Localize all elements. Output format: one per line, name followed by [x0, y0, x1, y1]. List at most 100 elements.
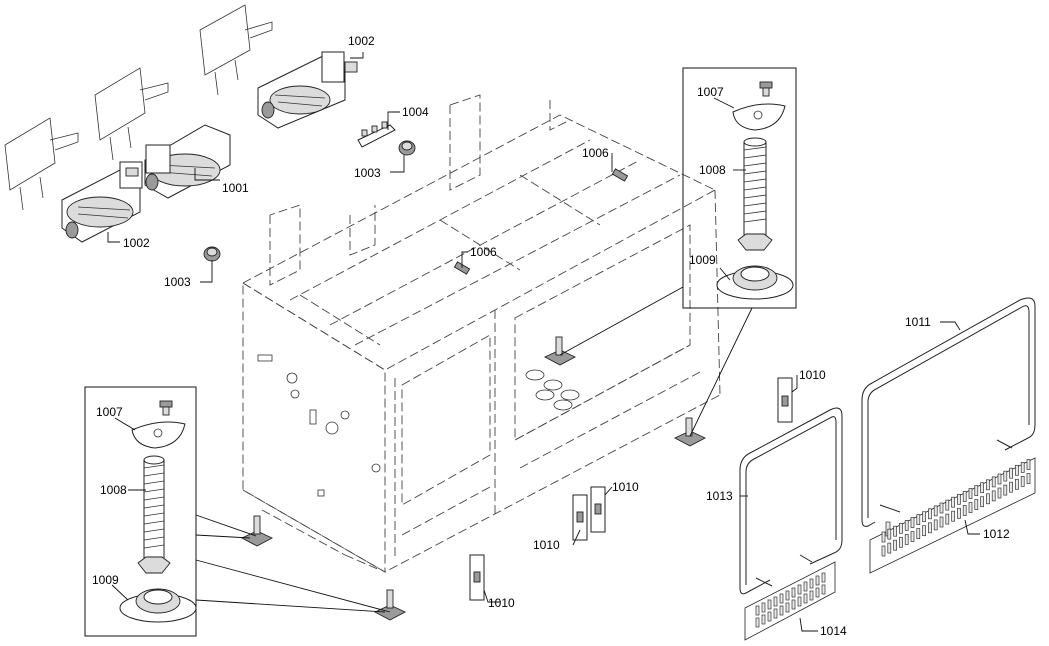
callout-labels: 1002 1001 1002 1003 1004 1003 1006 1006 … [92, 34, 1010, 638]
vent-slot [809, 578, 814, 589]
callout-1010-center-left: 1010 [533, 538, 560, 552]
vent-slot [761, 614, 766, 625]
vent-slot [803, 581, 808, 592]
vent-slot [904, 534, 909, 545]
callout-1010-right: 1010 [799, 368, 826, 382]
vent-slot [797, 596, 802, 607]
vent-slot [974, 499, 979, 510]
vent-slot [986, 479, 990, 491]
vent-slot [1003, 484, 1008, 496]
vent-slot [951, 510, 955, 522]
hinge-brackets-center [572, 486, 606, 541]
vent-slot [957, 507, 961, 519]
vent-slot [755, 617, 760, 628]
vent-slot [1009, 467, 1013, 479]
vent-slot [910, 517, 915, 528]
vent-slot [916, 514, 921, 525]
vent-slot [986, 493, 990, 505]
vent-slot [1020, 462, 1025, 473]
leader-lines [107, 52, 980, 632]
hinge-bracket-bottom [469, 554, 485, 601]
vent-slot [991, 476, 996, 488]
vent-slot [1015, 464, 1019, 476]
vent-slot [773, 608, 778, 619]
vent-slot [809, 590, 814, 601]
vent-slot [893, 525, 897, 537]
rack-small [739, 407, 843, 595]
callout-1001: 1001 [222, 181, 249, 195]
vent-slot [928, 508, 932, 520]
vent-slot [997, 487, 1002, 499]
vent-slot [755, 605, 760, 616]
vent-slot [951, 496, 955, 508]
vent-slot [821, 572, 826, 583]
callout-1003-left: 1003 [164, 275, 191, 289]
vent-slot [797, 584, 802, 595]
vent-slot [974, 485, 979, 496]
callout-1012: 1012 [983, 527, 1010, 541]
callout-1009-lower: 1009 [92, 573, 119, 587]
vent-slot [887, 542, 892, 554]
vent-slot [1020, 476, 1025, 487]
vent-slot [928, 522, 932, 534]
vent-slot [939, 502, 944, 514]
detail-box-lower [84, 386, 197, 637]
detail-connector-lines [195, 286, 753, 613]
callout-1010-center-right: 1010 [612, 480, 639, 494]
vent-slot [899, 522, 903, 534]
fan-brackets [4, 4, 273, 211]
vent-slot [1009, 481, 1013, 493]
tangential-fan-middle [144, 124, 231, 199]
vent-slot [815, 575, 820, 586]
callout-1003-top: 1003 [354, 166, 381, 180]
vent-slot [916, 528, 921, 539]
vent-slot [821, 584, 826, 595]
vent-slot [910, 531, 915, 542]
callout-1014: 1014 [820, 624, 847, 638]
vent-slot [779, 593, 784, 604]
vent-slot [803, 593, 808, 604]
vent-slot [904, 520, 909, 531]
vent-slot [939, 516, 944, 528]
tangential-fan-top [257, 51, 358, 129]
vent-slot [922, 525, 926, 537]
vent-slot [957, 493, 961, 505]
vent-slot [945, 499, 950, 511]
thermostat-top [398, 140, 416, 156]
vent-slot [899, 536, 903, 548]
vent-slot [791, 599, 796, 610]
thermostat-left [203, 246, 221, 262]
vent-slot [1026, 473, 1031, 484]
callout-1010-bottom: 1010 [488, 596, 515, 610]
vent-slot [791, 587, 796, 598]
callout-1007-upper: 1007 [697, 85, 724, 99]
vent-slot [991, 490, 996, 502]
callout-1013: 1013 [706, 489, 733, 503]
vent-slot [997, 473, 1002, 485]
vent-slot [968, 502, 973, 513]
callout-1008-lower: 1008 [100, 483, 127, 497]
sensor-top [611, 168, 629, 182]
vent-slot [767, 599, 772, 610]
vent-slot [785, 602, 790, 613]
grille-large [869, 457, 1036, 574]
detail-box-upper [682, 67, 797, 309]
callout-1004: 1004 [402, 105, 429, 119]
vent-slot [962, 491, 967, 502]
vent-slot [887, 528, 892, 540]
rack-large [861, 297, 1036, 527]
vent-slot [945, 513, 950, 525]
vent-slot [968, 488, 973, 499]
callout-1006-middle: 1006 [470, 245, 497, 259]
vent-slot [779, 605, 784, 616]
callout-1002-top: 1002 [348, 34, 375, 48]
vent-slot [767, 611, 772, 622]
main-frame [242, 94, 721, 573]
vent-slot [893, 539, 897, 551]
vent-slot [933, 519, 938, 531]
vent-slot [980, 482, 984, 494]
frame-feet [240, 336, 707, 621]
vent-slot [881, 545, 886, 557]
vent-slot [815, 587, 820, 598]
